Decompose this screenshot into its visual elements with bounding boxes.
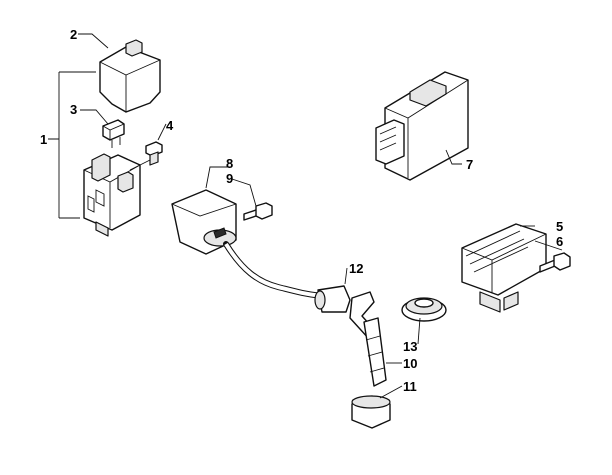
voltage-regulator	[461, 223, 547, 313]
screw-4	[145, 141, 163, 166]
callout-5: 5	[556, 219, 563, 234]
callout-7: 7	[466, 157, 473, 172]
callout-6: 6	[556, 234, 563, 249]
starter-relay	[83, 153, 141, 237]
bolt-6	[539, 252, 571, 273]
callout-11: 11	[403, 379, 417, 394]
coil-bolt	[243, 202, 273, 221]
ignition-wire	[223, 241, 325, 299]
ignition-coil	[171, 189, 237, 255]
callout-8: 8	[226, 156, 233, 171]
callout-1: 1	[40, 132, 47, 147]
callout-13: 13	[403, 339, 417, 354]
callout-9: 9	[226, 171, 233, 186]
spark-plug-boot	[363, 317, 387, 387]
terminal-cap	[351, 395, 391, 429]
callout-2: 2	[70, 27, 77, 42]
callout-4: 4	[166, 118, 174, 133]
leader-lines	[48, 33, 563, 399]
callout-10: 10	[403, 356, 417, 371]
callout-3: 3	[70, 102, 77, 117]
fuse	[102, 119, 125, 148]
callout-12: 12	[349, 261, 363, 276]
relay-cover	[99, 39, 161, 113]
grommet	[401, 297, 447, 322]
spark-plug-cap	[314, 285, 379, 341]
